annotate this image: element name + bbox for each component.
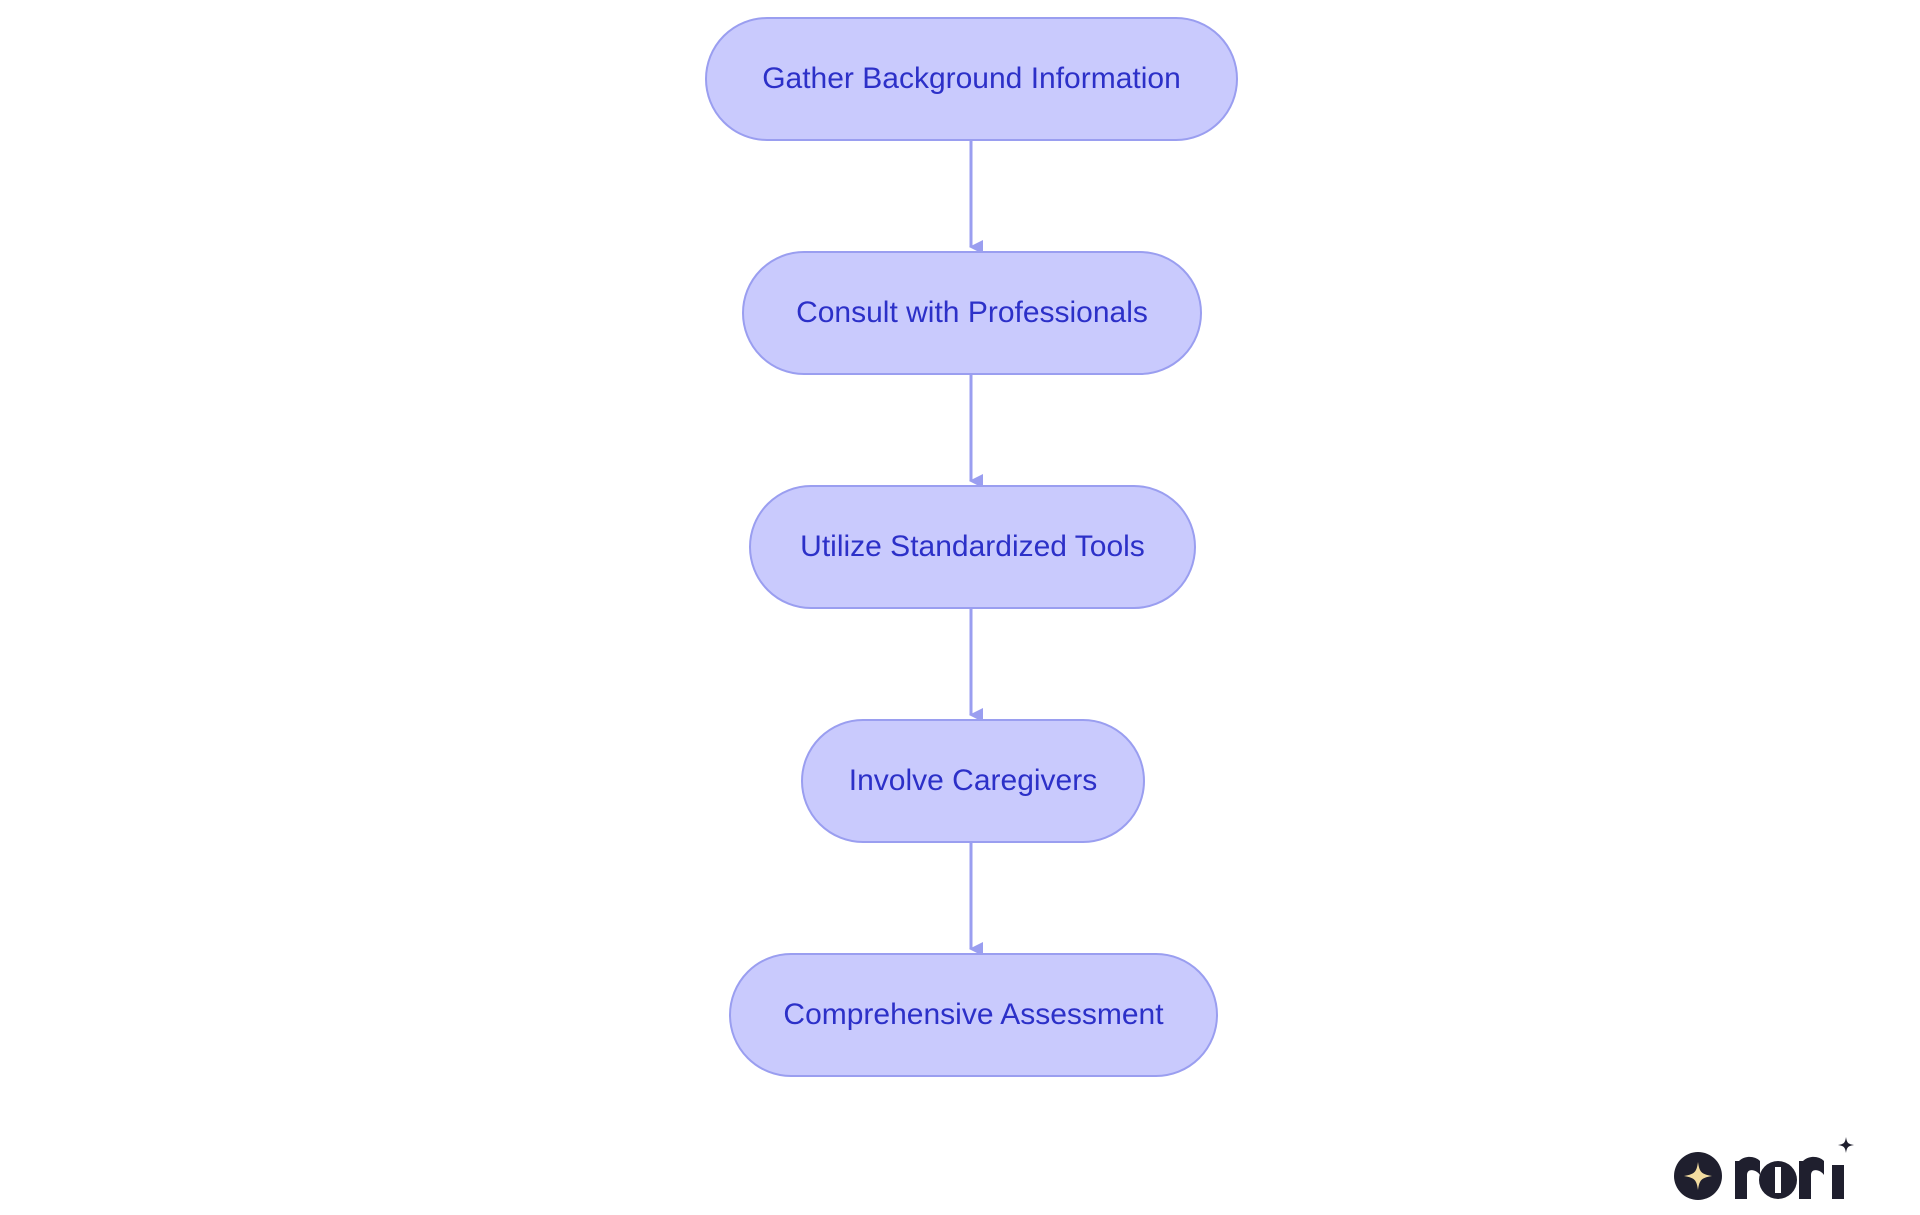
node-label: Utilize Standardized Tools — [800, 530, 1145, 563]
node-comprehensive-assessment: Comprehensive Assessment — [729, 953, 1218, 1077]
node-utilize-standardized-tools: Utilize Standardized Tools — [749, 485, 1196, 609]
rori-logo — [1674, 1137, 1854, 1200]
node-involve-caregivers: Involve Caregivers — [801, 719, 1145, 843]
sparkle-icon — [1674, 1152, 1722, 1200]
node-label: Consult with Professionals — [796, 296, 1148, 329]
node-label: Involve Caregivers — [848, 764, 1098, 797]
node-label: Gather Background Information — [762, 62, 1181, 95]
rori-wordmark — [1735, 1137, 1854, 1199]
node-consult-with-professionals: Consult with Professionals — [742, 251, 1202, 375]
node-gather-background-information: Gather Background Information — [705, 17, 1238, 141]
node-label: Comprehensive Assessment — [783, 998, 1164, 1031]
